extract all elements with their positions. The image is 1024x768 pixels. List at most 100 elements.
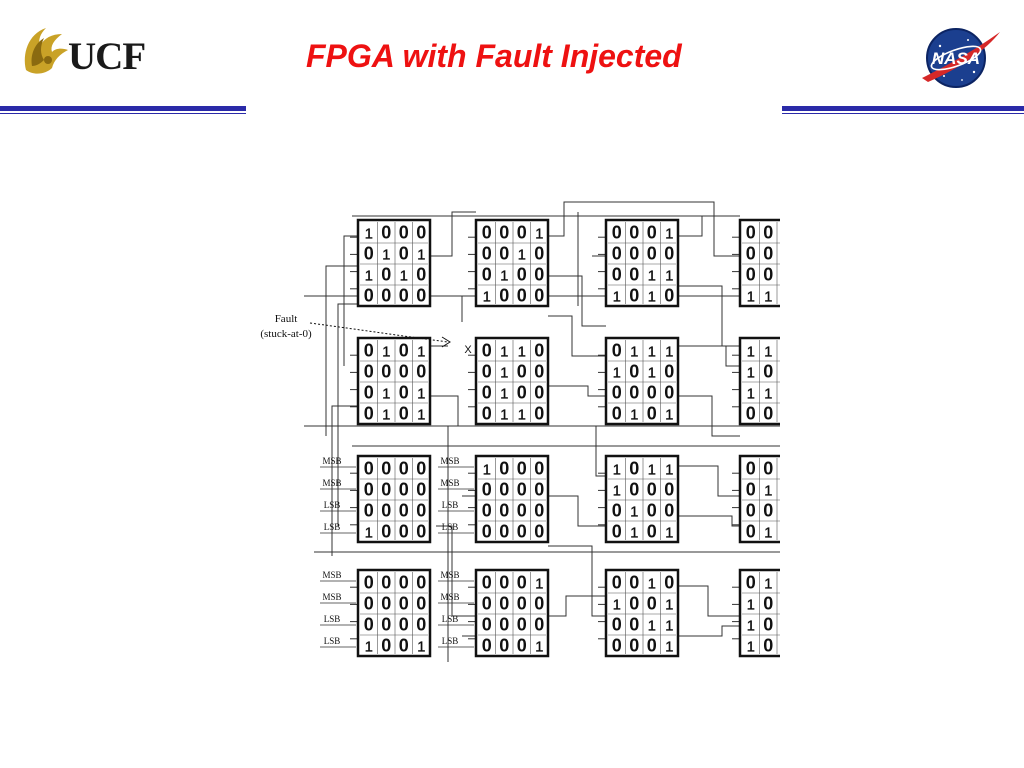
truth-bit: 0 [399,383,409,403]
truth-bit: 0 [517,459,527,479]
routing-wire [548,315,606,357]
truth-bit: 0 [517,480,527,500]
routing-wire [548,201,740,257]
truth-bit: 1 [500,365,508,382]
truth-bit: 1 [747,344,755,361]
truth-bit: 1 [665,268,673,285]
routing-wire [436,525,476,617]
truth-bit: 1 [382,407,390,424]
truth-bit: 0 [381,501,391,521]
truth-bit: 0 [647,244,657,264]
truth-bit: 1 [400,268,408,285]
truth-bit: 1 [613,462,621,479]
logic-block-frame [738,568,782,658]
truth-bit: 0 [534,522,544,542]
routing-wire [430,295,463,322]
truth-bit: 0 [664,286,674,306]
truth-bit: 0 [664,573,674,593]
truth-bit: 0 [534,501,544,521]
truth-bit: 1 [665,525,673,542]
truth-bit: 0 [629,223,639,243]
routing-wire [548,545,606,617]
truth-bit: 1 [648,365,656,382]
truth-bit: 1 [648,618,656,635]
truth-bit: 0 [499,223,509,243]
bit-significance-label: MSB [440,592,459,602]
truth-bit: 0 [534,286,544,306]
truth-bit: 0 [381,615,391,635]
truth-bit: 0 [364,573,374,593]
truth-bit: 0 [499,501,509,521]
truth-bit: 1 [500,344,508,361]
truth-bit: 1 [648,462,656,479]
truth-bit: 1 [665,639,673,656]
truth-bit: 0 [482,362,492,382]
truth-bit: 0 [517,615,527,635]
truth-bit: 1 [630,407,638,424]
truth-bit: 1 [648,289,656,306]
truth-bit: 0 [482,341,492,361]
truth-bit: 0 [416,265,426,285]
truth-bit: 0 [482,615,492,635]
routing-wires [304,201,780,662]
truth-bit: 1 [535,226,543,243]
truth-bit: 0 [381,459,391,479]
truth-bit: 0 [612,615,622,635]
logic-block-frame [738,454,782,544]
truth-bit: 1 [764,576,772,593]
truth-bit: 0 [629,244,639,264]
routing-wire [548,495,606,527]
truth-bit: 0 [399,286,409,306]
bit-significance-label: MSB [440,570,459,580]
logic-block-frame [474,454,550,544]
truth-bit: 1 [747,289,755,306]
truth-bit: 0 [364,341,374,361]
truth-bit: 0 [482,480,492,500]
page-title: FPGA with Fault Injected [306,38,682,74]
logic-block-frame [356,454,432,544]
truth-bit: 0 [612,404,622,424]
truth-bit: 1 [518,344,526,361]
logic-block-frame [604,568,680,658]
truth-bit: 1 [382,344,390,361]
fault-arrowhead [441,336,451,348]
truth-bit: 0 [612,244,622,264]
truth-bit: 0 [482,636,492,656]
truth-bit: 0 [381,265,391,285]
routing-wire [548,425,606,477]
truth-bit: 1 [630,525,638,542]
truth-bit: 0 [381,522,391,542]
truth-bit: 0 [482,244,492,264]
truth-bit: 0 [534,615,544,635]
ucf-logo: UCF [18,20,163,84]
truth-bit: 0 [364,594,374,614]
ucf-logo-text: UCF [68,35,146,78]
routing-wire [548,275,606,327]
truth-bit: 0 [482,265,492,285]
truth-bit: 0 [399,501,409,521]
truth-bit: 1 [648,344,656,361]
truth-bit: 0 [364,501,374,521]
truth-bit: 0 [746,459,756,479]
logic-block-frame [356,336,432,426]
truth-bit: 0 [763,362,773,382]
truth-bit: 0 [534,594,544,614]
truth-bit: 0 [746,501,756,521]
truth-bit: 0 [416,573,426,593]
truth-bit: 0 [746,244,756,264]
truth-bit: 0 [364,480,374,500]
truth-bit: 0 [416,459,426,479]
truth-bit: 0 [399,615,409,635]
truth-bit: 0 [399,594,409,614]
truth-bit: 1 [613,483,621,500]
routing-wire [678,625,740,637]
routing-wire [548,385,606,397]
routing-wire [548,595,606,617]
